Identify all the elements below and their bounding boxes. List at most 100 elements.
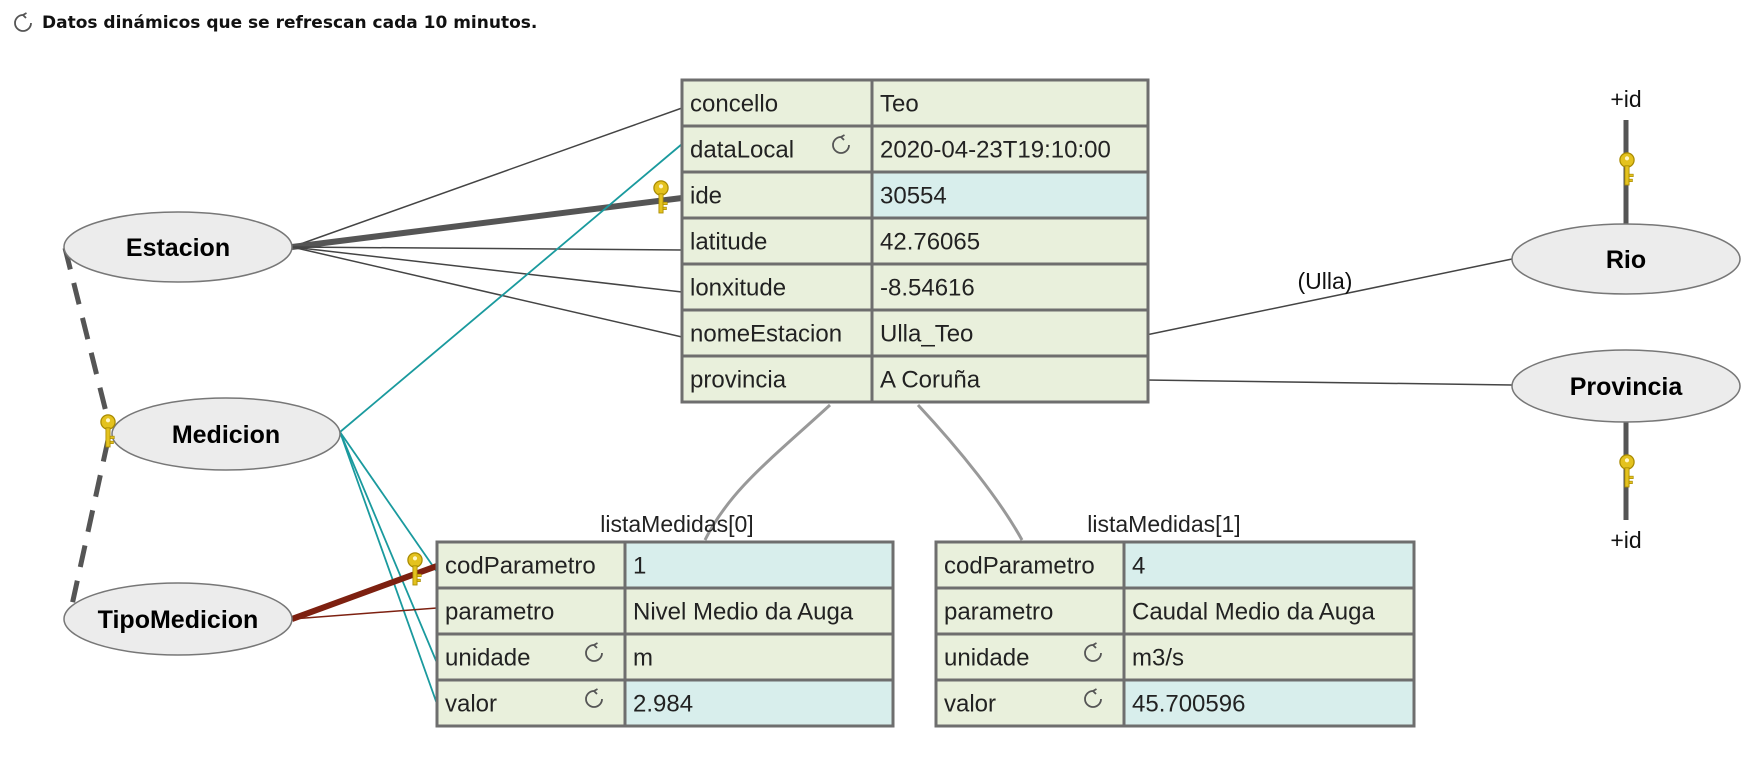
field-value: 42.76065 [880,228,980,255]
table-row: nomeEstacion Ulla_Teo [680,308,1150,358]
link-medicion-datalocal [339,143,683,433]
value-cell [870,354,1150,404]
rio-id-label: +id [1610,86,1641,112]
field-key: parametro [944,598,1053,625]
key-icon [407,552,423,586]
value-cell [870,308,1150,358]
field-value: Teo [880,90,919,117]
table-row: lonxitude -8.54616 [680,262,1150,312]
entity-estacion[interactable]: Estacion [63,211,293,283]
link-estacion-latitude [291,246,683,251]
link-medicion-tipomedicion-dashed [69,439,111,606]
field-key: nomeEstacion [690,320,842,347]
link-estacion-ide [291,195,683,250]
field-value: Caudal Medio da Auga [1132,598,1376,625]
field-value: 2020-04-23T19:10:00 [880,136,1111,163]
value-cell [870,262,1150,312]
table-row: codParametro 4 [934,540,1416,590]
value-cell [1122,540,1416,590]
field-value: m3/s [1132,644,1184,671]
entity-provincia-label: Provincia [1570,373,1684,401]
link-medicion-valor [339,431,438,705]
value-cell [623,632,895,682]
key-cell [934,586,1126,636]
field-key: concello [690,90,778,117]
connector-lines [62,107,1629,705]
field-value: Ulla_Teo [880,320,973,347]
key-cell [680,170,874,220]
field-key: valor [445,690,497,717]
key-icon [1619,454,1635,488]
field-value: A Coruña [880,366,981,393]
refresh-notice-text: Datos dinámicos que se refrescan cada 10… [42,13,538,33]
field-key: unidade [944,644,1029,671]
table-row: latitude 42.76065 [680,216,1150,266]
entity-medicion[interactable]: Medicion [111,397,341,471]
field-key: codParametro [944,552,1095,579]
key-cell [680,216,874,266]
link-estacion-nomeestacion [291,246,683,338]
listamedidas-1-title: listaMedidas[1] [1087,511,1240,537]
value-cell [870,216,1150,266]
provincia-id-label: +id [1610,527,1641,553]
link-estacion-lonxitude [291,246,683,293]
measure-table-1: codParametro 4 parametro Caudal Medio da Au… [934,540,1416,728]
key-icon [653,180,669,214]
key-cell [435,586,627,636]
link-station-listamedidas-0 [703,403,832,541]
table-row: ide 30554 [680,170,1150,220]
table-row: parametro Caudal Medio da Auga [934,586,1416,636]
field-key: parametro [445,598,554,625]
table-row: valor 45.700596 [934,678,1416,728]
entity-rio[interactable]: Rio [1511,223,1741,295]
table-row: provincia A Coruña [680,354,1150,404]
key-cell [435,632,627,682]
field-key: latitude [690,228,767,255]
entity-provincia[interactable]: Provincia [1511,349,1741,423]
field-key: unidade [445,644,530,671]
field-key: ide [690,182,722,209]
link-estacion-concello [291,107,683,248]
value-cell [870,170,1150,220]
value-cell [623,586,895,636]
key-cell [680,262,874,312]
field-value: -8.54616 [880,274,975,301]
table-row: unidade m3/s [934,632,1416,682]
link-provincia-provincia [1145,379,1513,386]
value-cell [1122,678,1416,728]
field-value: 2.984 [633,690,693,717]
field-key: lonxitude [690,274,786,301]
entity-tipomedicion[interactable]: TipoMedicion [63,582,293,656]
key-cell [680,354,874,404]
entity-estacion-label: Estacion [126,234,230,262]
field-value: 4 [1132,552,1145,579]
field-value: Nivel Medio da Auga [633,598,854,625]
link-nomeestacion-rio [1145,258,1513,336]
refresh-notice: Datos dinámicos que se refrescan cada 10… [12,10,537,36]
rio-value-label: (Ulla) [1298,268,1353,294]
value-cell [870,78,1150,128]
link-medicion-unidade [339,431,438,664]
listamedidas-0-title: listaMedidas[0] [600,511,753,537]
field-value: 1 [633,552,646,579]
key-cell [435,540,627,590]
field-key: provincia [690,366,787,393]
key-cell [680,308,874,358]
value-cell [623,678,895,728]
table-row: valor 2.984 [435,678,895,728]
entity-rio-label: Rio [1606,246,1646,274]
link-estacion-medicion-dashed [62,247,111,421]
entity-tipomedicion-label: TipoMedicion [98,606,259,634]
field-key: valor [944,690,996,717]
link-tipomedicion-parametro [291,607,438,620]
field-value: m [633,644,653,671]
field-value: 30554 [880,182,947,209]
key-icon [1619,152,1635,186]
field-value: 45.700596 [1132,690,1245,717]
table-row: concello Teo [680,78,1150,128]
